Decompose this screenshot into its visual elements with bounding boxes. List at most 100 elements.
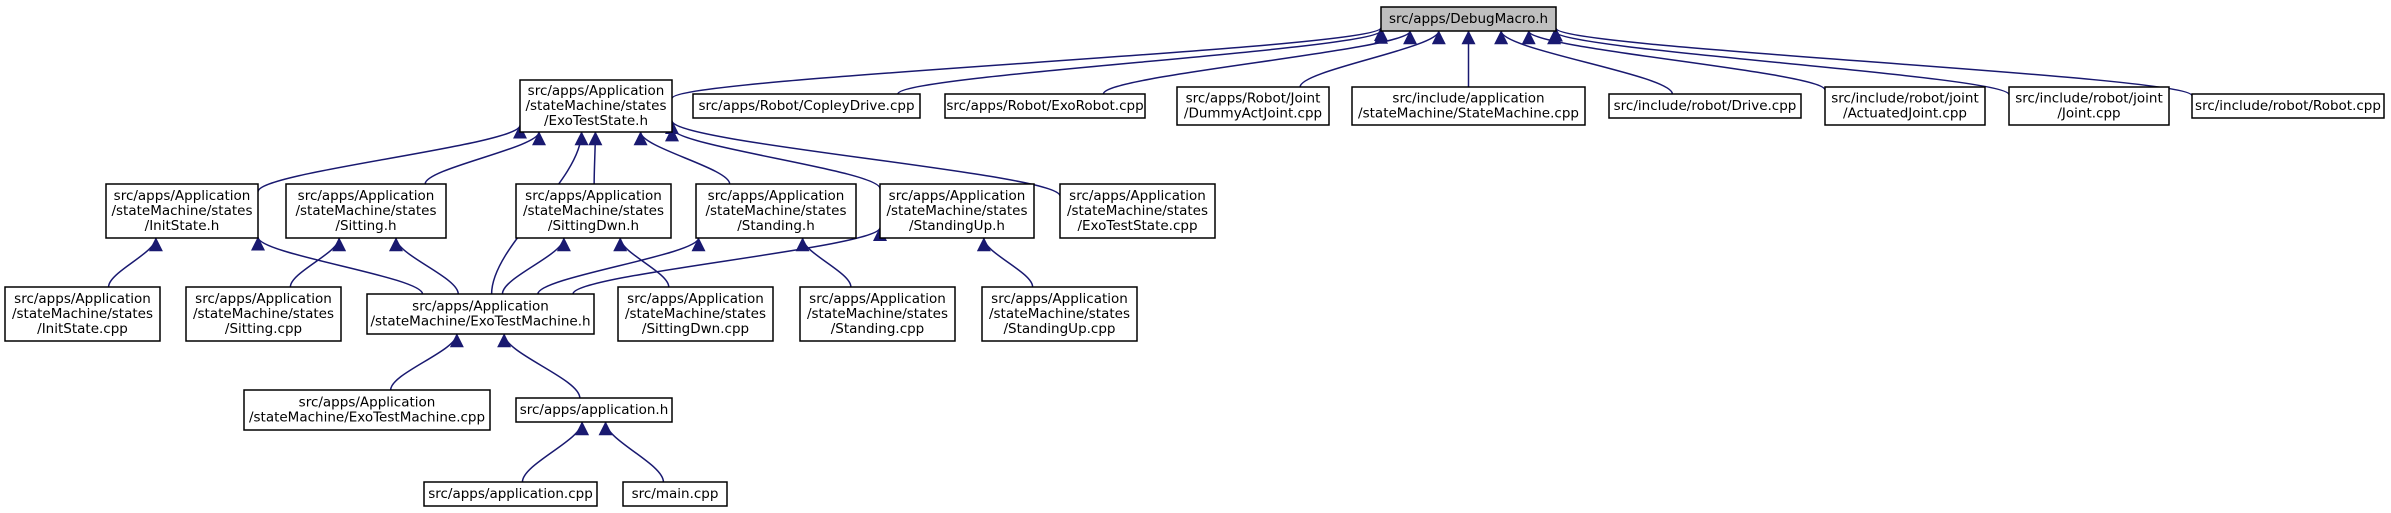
node-standing_cpp[interactable]: src/apps/Application/stateMachine/states… <box>799 286 956 342</box>
node-label-line: src/apps/Application <box>114 188 251 204</box>
node-initstate_cpp[interactable]: src/apps/Application/stateMachine/states… <box>4 286 161 342</box>
node-label-line: /stateMachine/states <box>111 203 252 219</box>
edge-application_h-to-exotestmachine_h <box>497 333 581 399</box>
node-initstate_h[interactable]: src/apps/Application/stateMachine/states… <box>105 183 259 239</box>
node-box <box>1608 93 1802 119</box>
node-label-line: src/include/robot/joint <box>1831 91 1979 107</box>
node-label-line: src/apps/application.h <box>520 402 669 418</box>
node-box <box>981 286 1138 342</box>
node-label-line: src/apps/Application <box>627 291 764 307</box>
node-label-line: /Standing.cpp <box>831 321 925 337</box>
node-box <box>515 183 672 239</box>
nodes: src/apps/DebugMacro.h src/apps/Applicatio… <box>4 6 2385 507</box>
node-label-line: src/apps/Application <box>195 291 332 307</box>
node-box <box>2008 86 2170 126</box>
edge-exotestmachine_h-to-sitting_h <box>389 237 460 295</box>
edge-initstate_h-to-exoteststate_h <box>257 124 527 193</box>
node-box <box>515 397 673 423</box>
edge-sittingdwn_h-to-exoteststate_h <box>588 131 603 185</box>
node-label-line: src/include/application <box>1392 91 1544 107</box>
edge-exotestmachine_h-to-sittingdwn_h <box>501 237 571 295</box>
edge-dummyactjoint-to-debugmacro <box>1299 30 1446 88</box>
node-box <box>4 286 161 342</box>
edge-standingup_cpp-to-standingup_h <box>976 237 1034 288</box>
edge-application_cpp-to-application_h <box>521 421 590 483</box>
edge-sitting_h-to-exoteststate_h <box>424 131 546 185</box>
node-exoteststate_h[interactable]: src/apps/Application/stateMachine/states… <box>519 79 673 133</box>
node-box <box>617 286 774 342</box>
node-drive_cpp[interactable]: src/include/robot/Drive.cpp <box>1608 93 1802 119</box>
node-label-line: /stateMachine/ExoTestMachine.cpp <box>249 410 485 426</box>
node-box <box>879 183 1035 239</box>
edge-exoteststate_cpp-to-exoteststate_h <box>665 120 1061 197</box>
node-label-line: src/apps/Application <box>299 395 436 411</box>
node-box <box>423 481 598 507</box>
node-standingup_cpp[interactable]: src/apps/Application/stateMachine/states… <box>981 286 1138 342</box>
node-label-line: src/apps/Robot/CopleyDrive.cpp <box>698 98 914 114</box>
node-label-line: /Joint.cpp <box>2057 106 2120 122</box>
node-copleydrive[interactable]: src/apps/Robot/CopleyDrive.cpp <box>692 93 921 119</box>
node-label-line: src/include/robot/joint <box>2015 91 2163 107</box>
edge-actuatedjoint-to-debugmacro <box>1521 30 1826 91</box>
node-box <box>1059 183 1216 239</box>
node-sittingdwn_cpp[interactable]: src/apps/Application/stateMachine/states… <box>617 286 774 342</box>
node-label-line: /stateMachine/states <box>295 203 436 219</box>
edge-exotestmachine_cpp-to-exotestmachine_h <box>389 333 464 391</box>
node-label-line: /StandingUp.cpp <box>1004 321 1116 337</box>
node-label-line: src/apps/Application <box>412 299 549 315</box>
node-label-line: /ActuatedJoint.cpp <box>1843 106 1967 122</box>
node-application_h[interactable]: src/apps/application.h <box>515 397 673 423</box>
edge-exotestmachine_h-to-standing_h <box>537 237 706 295</box>
edge-main_cpp-to-application_h <box>598 421 665 483</box>
node-box <box>243 389 491 431</box>
edge-sitting_cpp-to-sitting_h <box>289 237 347 288</box>
node-dummyactjoint[interactable]: src/apps/Robot/Joint/DummyActJoint.cpp <box>1176 86 1330 126</box>
node-label-line: src/apps/Application <box>1069 188 1206 204</box>
node-label-line: /stateMachine/states <box>625 306 766 322</box>
node-label-line: /Sitting.h <box>335 218 396 234</box>
node-label-line: /stateMachine/states <box>705 203 846 219</box>
edge-robot_cpp-to-debugmacro <box>1549 27 2193 97</box>
node-label-line: /StandingUp.h <box>909 218 1005 234</box>
node-sittingdwn_h[interactable]: src/apps/Application/stateMachine/states… <box>515 183 672 239</box>
node-box <box>799 286 956 342</box>
node-standing_h[interactable]: src/apps/Application/stateMachine/states… <box>695 183 857 239</box>
node-label-line: /stateMachine/states <box>193 306 334 322</box>
node-label-line: /ExoTestState.cpp <box>1077 218 1197 234</box>
node-application_cpp[interactable]: src/apps/application.cpp <box>423 481 598 507</box>
node-label-line: /stateMachine/StateMachine.cpp <box>1358 106 1579 122</box>
node-label-line: src/apps/Application <box>14 291 151 307</box>
node-main_cpp[interactable]: src/main.cpp <box>622 481 728 507</box>
node-sitting_h[interactable]: src/apps/Application/stateMachine/states… <box>285 183 447 239</box>
node-label-line: /ExoTestState.h <box>544 113 648 129</box>
node-label-line: /DummyActJoint.cpp <box>1184 106 1322 122</box>
node-label-line: /stateMachine/states <box>886 203 1027 219</box>
node-label-line: src/include/robot/Robot.cpp <box>2195 98 2381 114</box>
node-label-line: /InitState.h <box>145 218 220 234</box>
node-actuatedjoint[interactable]: src/include/robot/joint/ActuatedJoint.cp… <box>1824 86 1986 126</box>
node-label-line: src/apps/Application <box>809 291 946 307</box>
node-sitting_cpp[interactable]: src/apps/Application/stateMachine/states… <box>185 286 342 342</box>
node-label-line: src/apps/Application <box>991 291 1128 307</box>
node-label-line: /stateMachine/states <box>989 306 1130 322</box>
node-statemachine_cpp[interactable]: src/include/application/stateMachine/Sta… <box>1351 86 1586 126</box>
node-label-line: src/apps/application.cpp <box>428 486 593 502</box>
node-exoteststate_cpp[interactable]: src/apps/Application/stateMachine/states… <box>1059 183 1216 239</box>
node-label-line: /stateMachine/states <box>12 306 153 322</box>
edge-exoteststate_h-to-debugmacro <box>671 27 1388 100</box>
node-label-line: /Standing.h <box>737 218 815 234</box>
node-exorobot[interactable]: src/apps/Robot/ExoRobot.cpp <box>944 93 1146 119</box>
node-robot_cpp[interactable]: src/include/robot/Robot.cpp <box>2191 93 2385 119</box>
node-joint_cpp[interactable]: src/include/robot/joint/Joint.cpp <box>2008 86 2170 126</box>
node-box <box>285 183 447 239</box>
node-exotestmachine_h[interactable]: src/apps/Application/stateMachine/ExoTes… <box>366 293 595 335</box>
node-label-line: src/apps/Application <box>708 188 845 204</box>
node-label-line: src/apps/Application <box>298 188 435 204</box>
node-standingup_h[interactable]: src/apps/Application/stateMachine/states… <box>879 183 1035 239</box>
node-label-line: /Sitting.cpp <box>225 321 302 337</box>
node-box <box>2191 93 2385 119</box>
node-debugmacro[interactable]: src/apps/DebugMacro.h <box>1380 6 1557 32</box>
node-label-line: src/apps/Robot/Joint <box>1186 91 1321 107</box>
node-exotestmachine_cpp[interactable]: src/apps/Application/stateMachine/ExoTes… <box>243 389 491 431</box>
